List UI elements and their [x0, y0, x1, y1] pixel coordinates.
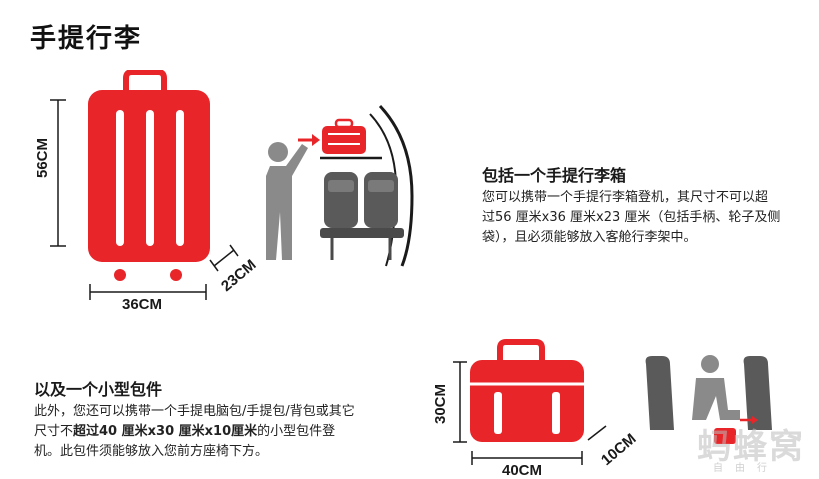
page-title: 手提行李 — [30, 24, 143, 54]
small-bag-height-label: 30CM — [432, 383, 449, 424]
small-item-heading: 以及一个小型包件 — [34, 380, 163, 399]
under-seat-figure — [640, 350, 800, 460]
overhead-bin-figure — [262, 100, 422, 270]
carry-on-heading: 包括一个手提行李箱 — [482, 166, 627, 185]
small-bag-width-label: 40CM — [502, 462, 543, 479]
small-item-size-limit: 超过40 厘米x30 厘米x10厘米 — [73, 424, 258, 439]
suitcase-figure — [30, 70, 280, 310]
small-item-line-2: 尺寸不超过40 厘米x30 厘米x10厘米的小型包件登 — [34, 422, 394, 442]
suitcase-width-label: 36CM — [122, 296, 163, 313]
small-item-line-1: 此外，您还可以携带一个手提电脑包/手提包/背包或其它 — [34, 404, 355, 419]
carry-on-line-2: 过56 厘米x36 厘米x23 厘米（包括手柄、轮子及侧 — [482, 210, 781, 225]
carry-on-line-3: 袋），且必须能够放入客舱行李架中。 — [482, 230, 697, 245]
carry-on-line-1: 您可以携带一个手提行李箱登机，其尺寸不可以超 — [482, 190, 769, 205]
small-bag-figure — [452, 336, 632, 476]
small-item-line-2-prefix: 尺寸不 — [34, 424, 74, 439]
small-item-description: 此外，您还可以携带一个手提电脑包/手提包/背包或其它 尺寸不超过40 厘米x30… — [34, 402, 394, 462]
small-item-line-2-suffix: 的小型包件登 — [257, 424, 336, 439]
watermark-logo: 蚂蜂窝 — [697, 427, 805, 467]
carry-on-description: 您可以携带一个手提行李箱登机，其尺寸不可以超 过56 厘米x36 厘米x23 厘… — [482, 188, 812, 248]
suitcase-height-label: 56CM — [34, 137, 51, 178]
small-item-line-3: 机。此包件须能够放入您前方座椅下方。 — [34, 444, 269, 459]
watermark-subtext: 自由行 — [713, 463, 779, 474]
